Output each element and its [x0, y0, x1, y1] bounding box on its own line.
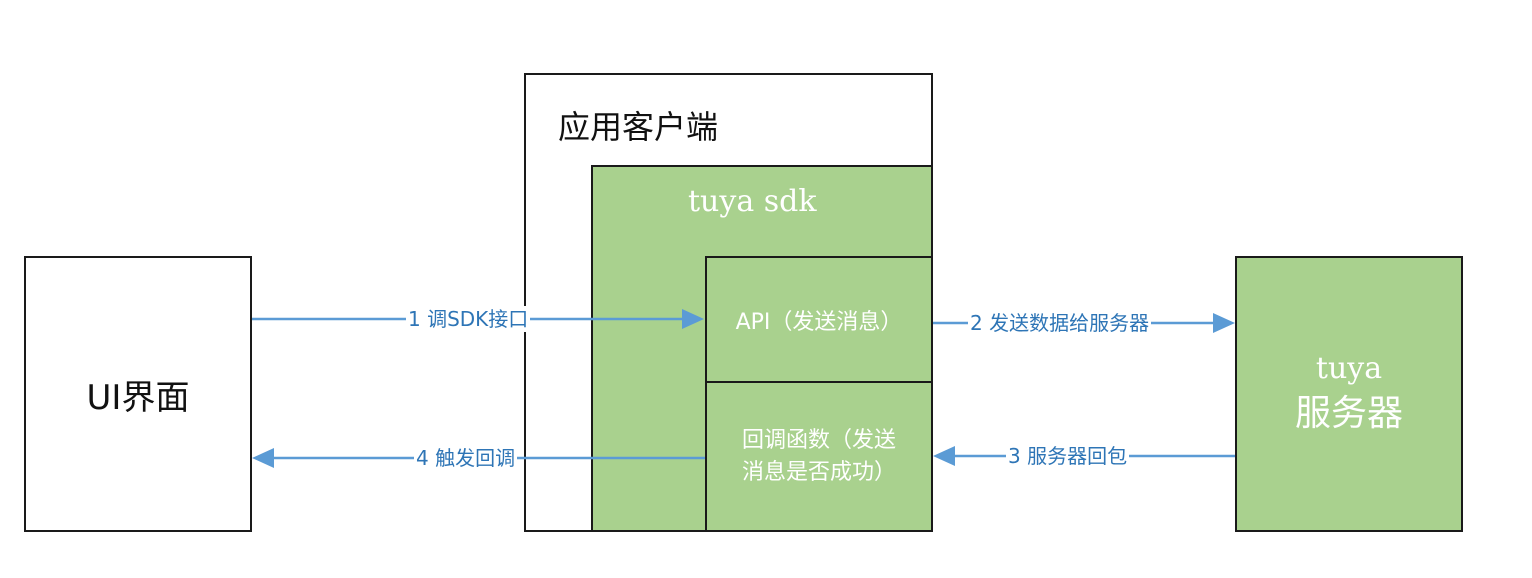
api-label: API（发送消息） [735, 309, 903, 335]
server-label-line2: 服务器 [1294, 393, 1403, 434]
arrow-4-label: 4 触发回调 [414, 445, 518, 471]
arrow-4-head [252, 448, 274, 468]
arrow-2-label: 2 发送数据给服务器 [968, 310, 1152, 336]
arrow-2-head [1213, 313, 1235, 333]
ui-interface-label: UI界面 [86, 377, 190, 418]
arrow-1-label: 1 调SDK接口 [406, 306, 531, 332]
callback-label-line1: 回调函数（发送 [741, 427, 896, 453]
callback-label-line2: 消息是否成功） [741, 459, 896, 485]
arrow-3-label: 3 服务器回包 [1006, 443, 1130, 469]
callback-box: 回调函数（发送 消息是否成功） [705, 381, 933, 532]
ui-interface-box: UI界面 [24, 256, 252, 532]
app-client-label: 应用客户端 [558, 108, 719, 146]
arrow-3-head [933, 446, 955, 466]
api-box: API（发送消息） [705, 256, 933, 383]
tuya-server-box: tuya 服务器 [1235, 256, 1463, 532]
tuya-sdk-label: tuya sdk [688, 184, 817, 219]
arrow-1-head [682, 309, 704, 329]
server-label-line1: tuya [1315, 351, 1383, 386]
